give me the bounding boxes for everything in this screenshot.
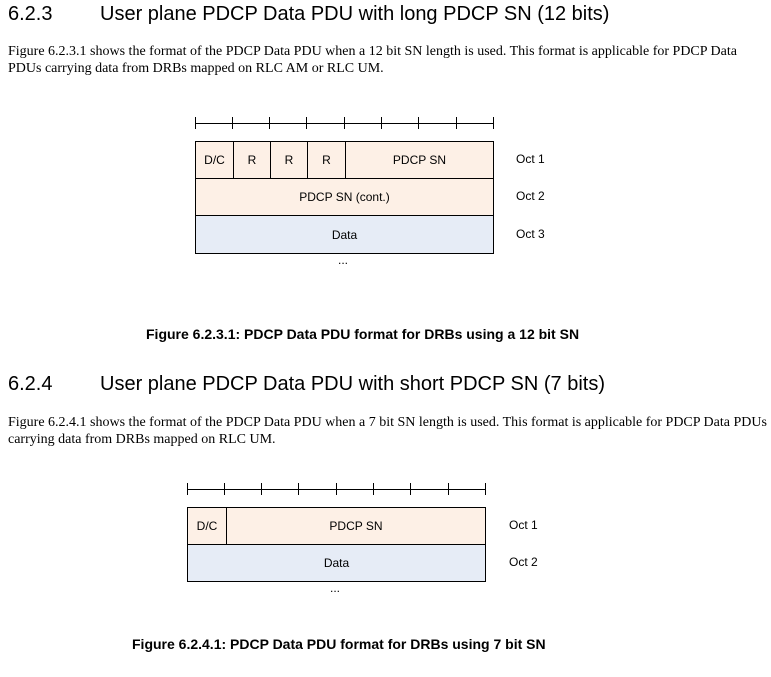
reserved-field: R: [233, 142, 270, 178]
octet-label: Oct 3: [516, 227, 545, 241]
continuation-ellipsis: ...: [338, 253, 349, 267]
bit-ruler: [195, 117, 494, 129]
section-number: 6.2.3: [8, 3, 53, 25]
octet-row-2: Data: [187, 545, 486, 582]
figure-caption: Figure 6.2.3.1: PDCP Data PDU format for…: [146, 326, 580, 342]
octet-row-1: D/C R R R PDCP SN: [195, 141, 494, 179]
octet-label: Oct 1: [509, 518, 538, 532]
pdcp-sn-cont-field: PDCP SN (cont.): [299, 190, 390, 204]
octet-label: Oct 2: [509, 555, 538, 569]
section-title: User plane PDCP Data PDU with short PDCP…: [100, 373, 605, 395]
octet-row-2: PDCP SN (cont.): [195, 179, 494, 216]
section-paragraph: Figure 6.2.3.1 shows the format of the P…: [8, 44, 737, 76]
section-heading-6-2-3: 6.2.3 User plane PDCP Data PDU with long …: [8, 3, 609, 26]
dc-field: D/C: [204, 153, 225, 167]
section-paragraph: Figure 6.2.4.1 shows the format of the P…: [8, 415, 767, 447]
octet-row-1: D/C PDCP SN: [187, 507, 486, 545]
pdcp-sn-field: PDCP SN: [226, 508, 485, 544]
octet-row-3: Data: [195, 216, 494, 254]
figure-caption: Figure 6.2.4.1: PDCP Data PDU format for…: [132, 636, 546, 652]
bit-ruler: [187, 483, 486, 495]
reserved-field: R: [307, 142, 345, 178]
dc-field: D/C: [196, 519, 218, 533]
reserved-field: R: [270, 142, 307, 178]
continuation-ellipsis: ...: [330, 581, 341, 595]
section-heading-6-2-4: 6.2.4 User plane PDCP Data PDU with short…: [8, 373, 605, 396]
section-title: User plane PDCP Data PDU with long PDCP …: [100, 3, 610, 25]
data-field: Data: [323, 556, 350, 570]
section-number: 6.2.4: [8, 373, 53, 395]
octet-label: Oct 1: [516, 152, 545, 166]
octet-label: Oct 2: [516, 189, 545, 203]
data-field: Data: [331, 227, 358, 242]
pdcp-sn-field: PDCP SN: [345, 142, 493, 178]
